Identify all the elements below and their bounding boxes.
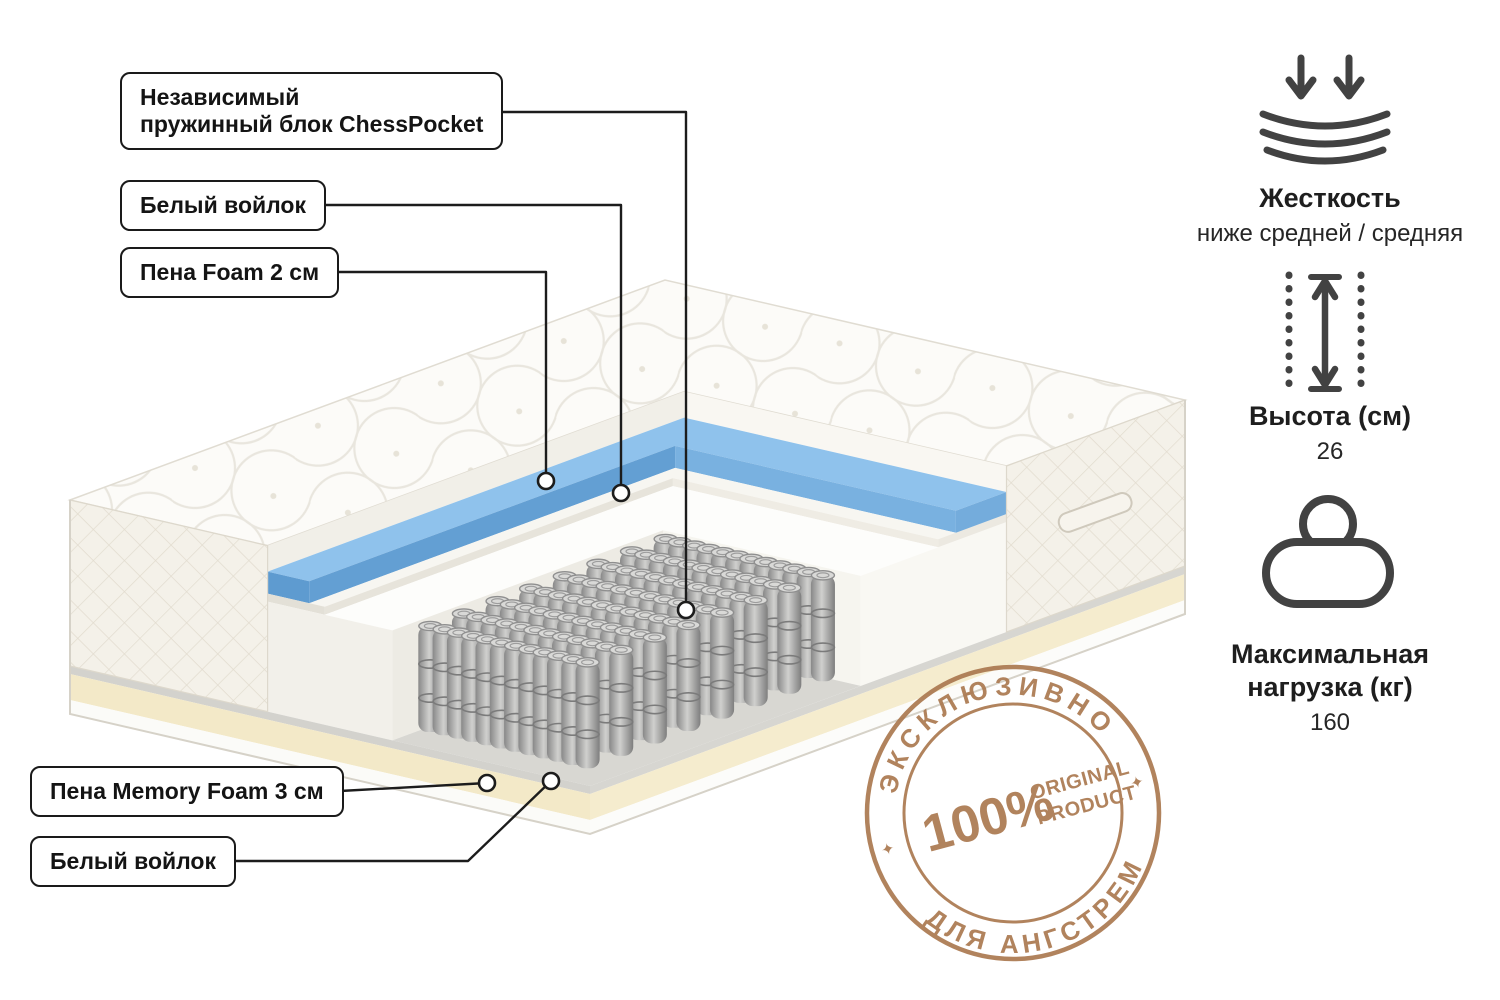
callout-leader-lines (215, 110, 688, 863)
label-spring-block: Независимый пружинный блок ChessPocket (120, 72, 504, 150)
marker-dot (541, 771, 561, 791)
felt-front-face (267, 593, 325, 615)
leader-line (462, 110, 688, 610)
blue-foam-front-face (267, 571, 310, 604)
stamp-bottom-text: ДЛЯ АНГСТРЕМ (916, 846, 1166, 985)
felt-cut-edge (672, 478, 939, 548)
callout-markers (477, 471, 696, 793)
max-load-icon (1262, 495, 1394, 608)
leader-line (330, 270, 548, 481)
foam-front-face (860, 522, 1007, 686)
mattress-outline (69, 400, 1186, 836)
base-felt-strip (70, 666, 590, 794)
marker-dot (477, 773, 497, 793)
leader-line (305, 203, 623, 493)
marker-dot (676, 600, 696, 620)
spec-firmness-title: Жесткость (1259, 183, 1401, 213)
felt-front-face (938, 514, 1007, 548)
stamp-inner-ring (902, 702, 1124, 924)
blue-foam-front-face (955, 492, 1007, 533)
marker-dot (611, 483, 631, 503)
spec-max-load-title: Максимальная нагрузка (кг) (1230, 639, 1430, 702)
quilt-cut-edge (267, 391, 685, 572)
foam-wall-top (324, 486, 939, 631)
spec-height-value: 26 (1316, 438, 1344, 465)
label-memory-foam-3cm: Пена Memory Foam 3 см (30, 766, 344, 817)
spec-max-load: Максимальная нагрузка (кг) 160 (1180, 638, 1480, 738)
base-bottom-strip (590, 600, 1185, 834)
blue-foam-cut-edge (309, 445, 676, 604)
label-spring-block-line1: Независимый (140, 84, 300, 110)
label-spring-block-line2: пружинный блок ChessPocket (140, 111, 484, 137)
leader-line (215, 780, 552, 863)
felt-cut-edge (324, 478, 673, 615)
marker-dot (536, 471, 556, 491)
height-icon (1285, 271, 1365, 395)
spring-block (418, 533, 836, 769)
side-handle (1057, 492, 1133, 533)
spec-firmness-value: ниже средней / средняя (1196, 220, 1464, 247)
spec-firmness: Жесткость ниже средней / средняя (1180, 182, 1480, 249)
blue-foam-top (267, 417, 1007, 582)
leader-line (339, 781, 488, 793)
stamp-separator-icon: ✦ (879, 840, 896, 860)
base-felt-strip (590, 566, 1185, 794)
label-foam-2cm: Пена Foam 2 см (120, 247, 340, 298)
label-white-felt-bottom: Белый войлок (30, 836, 236, 887)
quilt-cut-edge (684, 391, 1007, 492)
memory-foam-strip (590, 574, 1185, 820)
firmness-icon (1259, 54, 1391, 165)
stamp-separator-icon: ✦ (1129, 773, 1146, 793)
stamp-outer-ring (864, 664, 1162, 962)
blue-foam-cut-edge (675, 445, 956, 533)
spec-height: Высота (см) 26 (1180, 400, 1480, 467)
felt-layer-top (309, 467, 956, 607)
mattress-illustration (67, 279, 1188, 836)
label-white-felt-top: Белый войлок (120, 180, 326, 231)
foam-front-face (267, 601, 393, 741)
spec-height-title: Высота (см) (1248, 401, 1412, 431)
spec-max-load-value: 160 (1309, 709, 1351, 736)
